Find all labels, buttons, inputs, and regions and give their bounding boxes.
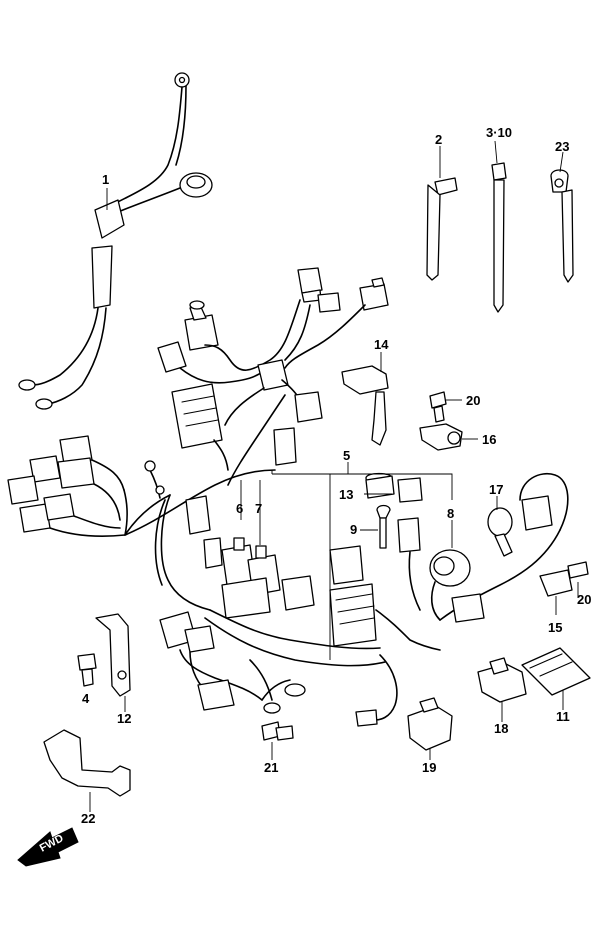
callout-11: 11 — [556, 709, 570, 724]
callout-14: 14 — [374, 337, 389, 352]
main-wiring-harness — [7, 267, 569, 727]
callout-3-10: 3·10 — [486, 125, 512, 140]
callout-5: 5 — [343, 448, 350, 463]
callout-15: 15 — [548, 620, 562, 635]
part-13-cap — [365, 475, 395, 499]
leader-lines — [89, 140, 579, 812]
bracket-part-15 — [539, 561, 589, 597]
callout-23: 23 — [555, 139, 569, 154]
callout-numbers: 1 2 3·10 23 14 20 16 5 6 7 13 8 17 9 20 … — [81, 125, 591, 826]
callout-7: 7 — [255, 501, 262, 516]
callout-12: 12 — [117, 711, 131, 726]
battery-cable-part-1 — [18, 72, 213, 410]
sheet-part-11 — [521, 647, 591, 696]
cable-tie-part-2 — [426, 177, 458, 281]
fwd-direction-marker: FWD — [17, 827, 79, 867]
callout-2: 2 — [435, 132, 442, 147]
bracket-part-14 — [341, 365, 389, 446]
callout-17: 17 — [489, 482, 503, 497]
bolt-part-20-upper — [429, 391, 447, 423]
callout-20-lower: 20 — [577, 592, 591, 607]
callout-18: 18 — [494, 721, 508, 736]
clip-part-17 — [487, 507, 513, 557]
callout-19: 19 — [422, 760, 436, 775]
callout-4: 4 — [82, 691, 90, 706]
callout-21: 21 — [264, 760, 278, 775]
callout-6: 6 — [236, 501, 243, 516]
callout-20-upper: 20 — [466, 393, 480, 408]
callout-16: 16 — [482, 432, 496, 447]
clip-part-19 — [407, 697, 453, 751]
callout-1: 1 — [102, 172, 109, 187]
callout-9: 9 — [350, 522, 357, 537]
clip-part-18 — [477, 657, 527, 703]
clamp-part-16 — [419, 423, 463, 451]
bracket-part-12 — [95, 613, 131, 697]
cable-tie-part-3-10 — [491, 162, 507, 313]
callout-13: 13 — [339, 487, 353, 502]
bolt-part-21 — [261, 721, 294, 741]
bolt-part-4 — [77, 653, 97, 687]
callout-22: 22 — [81, 811, 95, 826]
bracket-part-22 — [43, 729, 131, 797]
clip-tie-part-23 — [550, 169, 574, 283]
callout-8: 8 — [447, 506, 454, 521]
